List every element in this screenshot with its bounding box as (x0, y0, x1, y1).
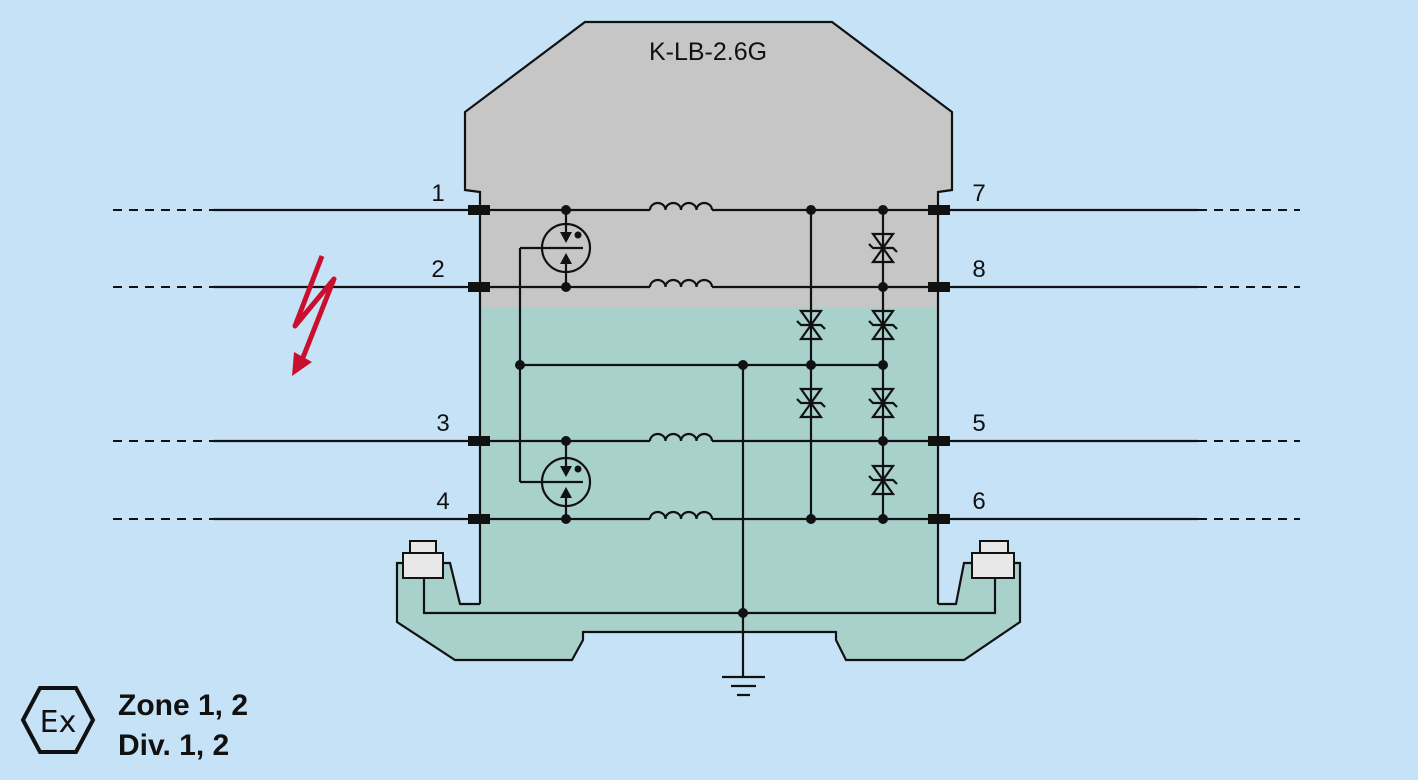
ex-certification: Ex Zone 1, 2 Div. 1, 2 (20, 686, 248, 762)
right-mounting-clip (971, 552, 1015, 579)
terminal-label-2: 2 (431, 256, 444, 283)
signal-lines (113, 201, 1300, 524)
terminal-label-8: 8 (972, 256, 985, 283)
lightning-surge-icon (292, 255, 337, 376)
terminal-blocks (468, 205, 950, 524)
terminal-label-5: 5 (972, 410, 985, 437)
ground-icon (722, 675, 765, 697)
junction-nodes (515, 205, 888, 618)
zone-text: Zone 1, 2 (118, 689, 248, 722)
ex-hexagon-icon (20, 686, 96, 754)
gas-discharge-tube-icon (520, 210, 592, 287)
terminal-label-3: 3 (436, 410, 449, 437)
terminal-label-6: 6 (972, 488, 985, 515)
division-text: Div. 1, 2 (118, 729, 229, 762)
device-title: K-LB-2.6G (649, 38, 767, 66)
terminal-label-1: 1 (431, 180, 444, 207)
ground-rail (422, 578, 997, 615)
protection-circuit (515, 205, 899, 697)
terminal-label-4: 4 (436, 488, 449, 515)
ex-logo-text: Ex (40, 705, 77, 740)
terminal-label-7: 7 (972, 180, 985, 207)
left-mounting-clip (402, 552, 444, 579)
housing (395, 20, 1022, 662)
housing-bottom (397, 307, 1020, 660)
